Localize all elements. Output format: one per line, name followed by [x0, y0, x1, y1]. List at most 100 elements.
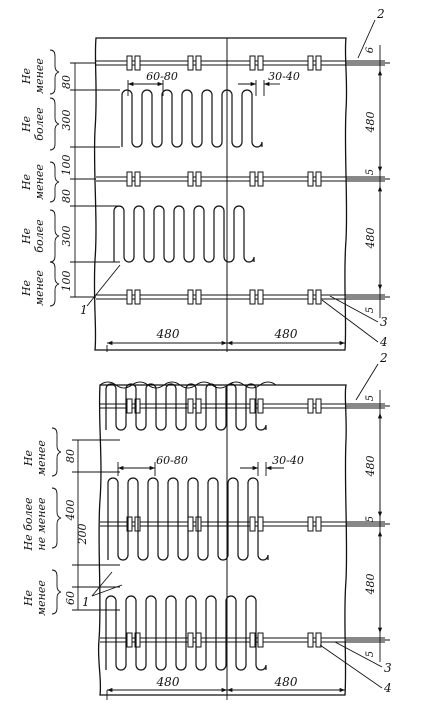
bottom-slab-outline	[97, 384, 348, 696]
clip-mark	[126, 55, 133, 71]
bottom-callout-4: 4	[383, 681, 392, 695]
clip-mark	[195, 55, 202, 71]
bottom-label-1b: менее	[35, 440, 48, 476]
bottom-label-3b: менее	[35, 580, 48, 616]
clip-mark	[249, 516, 256, 532]
bottom-label-2b: не менее	[35, 497, 48, 551]
bottom-label-1a: Не	[22, 449, 35, 467]
top-dim-100b: 100	[60, 271, 73, 292]
clip-mark	[257, 398, 264, 414]
clip-mark	[195, 289, 202, 305]
top-callout-2: 2	[376, 7, 385, 21]
bottom-bdim-480a: 480	[156, 675, 180, 689]
clip-mark	[134, 171, 141, 187]
top-slab-outline	[93, 37, 348, 351]
bottom-callout-leaders	[91, 363, 383, 689]
top-dim-300a: 300	[60, 110, 73, 131]
top-rdim-480b: 480	[364, 228, 377, 250]
clip-mark	[315, 55, 322, 71]
top-bottom-dim-chain	[106, 340, 345, 352]
top-callout-3: 3	[380, 315, 388, 329]
clip-mark	[249, 55, 256, 71]
clip-mark	[187, 632, 194, 648]
top-callout-4: 4	[379, 335, 388, 349]
bottom-pitch-dims	[117, 462, 284, 476]
top-left-dim-chain	[70, 62, 120, 298]
bottom-callout-2: 2	[379, 351, 388, 365]
clip-mark	[126, 632, 133, 648]
top-bdim-480a: 480	[156, 327, 180, 341]
top-label-4b: более	[33, 219, 46, 253]
bottom-top-wave	[99, 381, 277, 389]
bottom-dim-200: 200	[76, 524, 89, 546]
top-heating-element-1	[121, 89, 263, 148]
bottom-rebar-rows	[100, 403, 385, 643]
clip-mark	[126, 289, 133, 305]
top-label-2b: более	[33, 107, 46, 141]
top-callout-leaders	[86, 19, 379, 343]
bottom-dim-80: 80	[64, 449, 77, 463]
top-clip-marks	[126, 55, 322, 305]
top-label-1a: Не	[20, 67, 33, 85]
bottom-rdim-5a: 5	[365, 395, 376, 401]
clip-mark	[126, 398, 133, 414]
top-label-3a: Не	[20, 173, 33, 191]
clip-mark	[249, 289, 256, 305]
bottom-left-dim-values: 80 400 200 60	[64, 449, 89, 605]
bottom-rdim-5c: 5	[365, 651, 376, 657]
clip-mark	[315, 171, 322, 187]
top-right-dim-values: 6 480 5 480 5	[364, 46, 377, 313]
top-pitch-dims	[127, 80, 280, 96]
clip-mark	[187, 516, 194, 532]
clip-mark	[134, 398, 141, 414]
clip-mark	[315, 516, 322, 532]
top-label-4a: Не	[20, 227, 33, 245]
bottom-gap-label: 30-40	[272, 454, 304, 467]
clip-mark	[249, 632, 256, 648]
clip-mark	[126, 516, 133, 532]
top-label-1b: менее	[33, 58, 46, 94]
clip-mark	[249, 171, 256, 187]
top-figure: 80 300 100 80 300 100 Не менее Не более …	[20, 7, 390, 352]
top-dim-300b: 300	[60, 226, 73, 247]
clip-mark	[257, 289, 264, 305]
bottom-pitch-label: 60-80	[156, 454, 188, 467]
top-rdim-6: 6	[365, 46, 376, 53]
top-label-2a: Не	[20, 115, 33, 133]
top-callout-1: 1	[80, 303, 88, 317]
clip-mark	[307, 516, 314, 532]
bottom-dim-400: 400	[64, 500, 77, 522]
top-pitch-label: 60-80	[146, 70, 178, 83]
bottom-label-2a: Не более	[22, 497, 35, 551]
top-left-labels: Не менее Не более Не менее Не более Не м…	[20, 58, 46, 306]
top-right-dim-chain	[346, 45, 390, 318]
top-dim-100a: 100	[60, 155, 73, 176]
top-dim-80b: 80	[60, 189, 73, 203]
clip-mark	[134, 55, 141, 71]
bottom-rdim-480a: 480	[364, 456, 377, 478]
bottom-heating-element-bottom	[105, 595, 267, 671]
top-left-dim-values: 80 300 100 80 300 100	[60, 75, 73, 292]
clip-mark	[257, 632, 264, 648]
bottom-rdim-5b: 5	[365, 516, 376, 522]
clip-mark	[307, 632, 314, 648]
bottom-left-dim-chain	[72, 439, 120, 611]
clip-mark	[257, 55, 264, 71]
clip-mark	[195, 171, 202, 187]
clip-mark	[249, 398, 256, 414]
bottom-callout-3: 3	[384, 661, 392, 675]
clip-mark	[187, 55, 194, 71]
clip-mark	[315, 289, 322, 305]
bottom-figure: 80 400 200 60 Не менее Не более не менее…	[22, 351, 392, 700]
top-gap-label: 30-40	[268, 70, 300, 83]
clip-mark	[307, 55, 314, 71]
top-rdim-5b: 5	[365, 307, 376, 313]
top-braces	[49, 49, 60, 307]
clip-mark	[257, 171, 264, 187]
clip-mark	[126, 171, 133, 187]
bottom-label-3a: Не	[22, 589, 35, 607]
top-rdim-480a: 480	[364, 112, 377, 134]
top-heating-element-2	[113, 205, 255, 263]
top-label-3b: менее	[33, 164, 46, 200]
